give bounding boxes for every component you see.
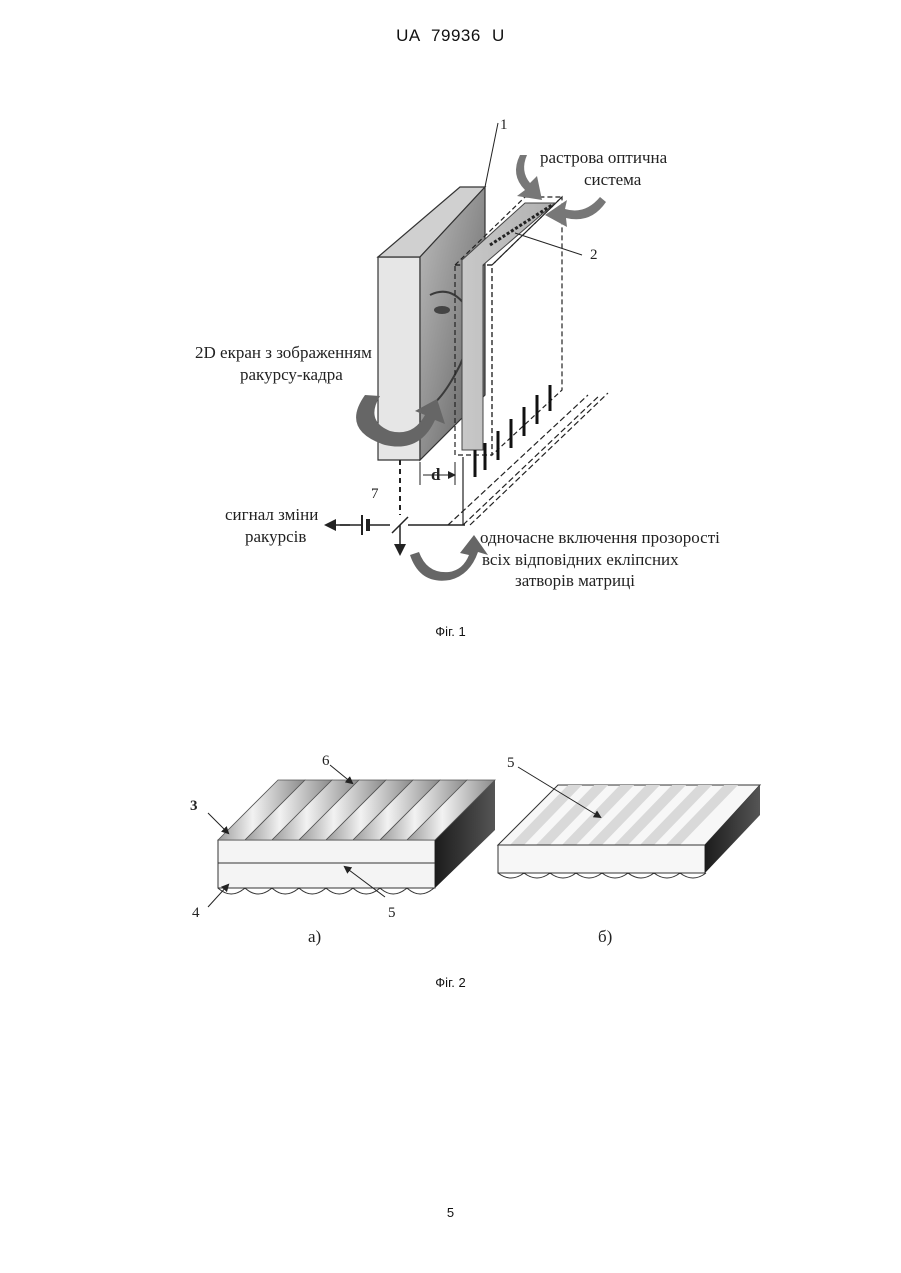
screen-label-line1: 2D екран з зображенням (195, 343, 372, 362)
figure-1-diagram: d 1 2 7 растрова оптична система 2D екра… (180, 105, 780, 605)
figure-1-caption: Фіг. 1 (0, 624, 901, 639)
signal-curved-arrow (410, 535, 488, 581)
simultaneous-label-line1: одночасне включення прозорості (480, 528, 720, 547)
sub-label-a: а) (308, 927, 321, 946)
leader-2 (515, 233, 582, 255)
screen-label-line2: ракурсу-кадра (240, 365, 343, 384)
figure-2-diagram: 3 4 5 6 5 а) б) (180, 745, 780, 960)
lenticular-sheet-a (218, 780, 495, 894)
label-d: d (431, 465, 441, 484)
sub-label-b: б) (598, 927, 612, 946)
raster-optical-frame (448, 105, 608, 525)
label-num-3: 3 (190, 798, 198, 814)
signal-label-line1: сигнал зміни (225, 505, 318, 524)
label-num-4: 4 (192, 905, 200, 921)
label-num-5b: 5 (507, 755, 515, 771)
patent-number-header: UA 79936 U (0, 26, 901, 46)
signal-source (330, 460, 465, 550)
figure-2-caption: Фіг. 2 (0, 975, 901, 990)
label-num-1: 1 (500, 117, 508, 133)
raster-label-line2: система (584, 170, 642, 189)
shutter-lines (475, 385, 550, 477)
simultaneous-label-line3: затворів матриці (515, 571, 635, 590)
label-num-2: 2 (590, 247, 598, 263)
label-num-5a: 5 (388, 905, 396, 921)
label-num-7: 7 (371, 486, 379, 502)
striped-sheet-b (498, 785, 760, 878)
leader-1 (485, 123, 498, 187)
distance-d-marker: d (420, 462, 455, 485)
raster-label-line1: растрова оптична (540, 148, 668, 167)
signal-label-line2: ракурсів (245, 527, 306, 546)
label-num-6: 6 (322, 753, 330, 769)
simultaneous-label-line2: всіх відповідних екліпсних (482, 550, 679, 569)
leader-3 (208, 813, 228, 833)
page-number: 5 (0, 1205, 901, 1220)
